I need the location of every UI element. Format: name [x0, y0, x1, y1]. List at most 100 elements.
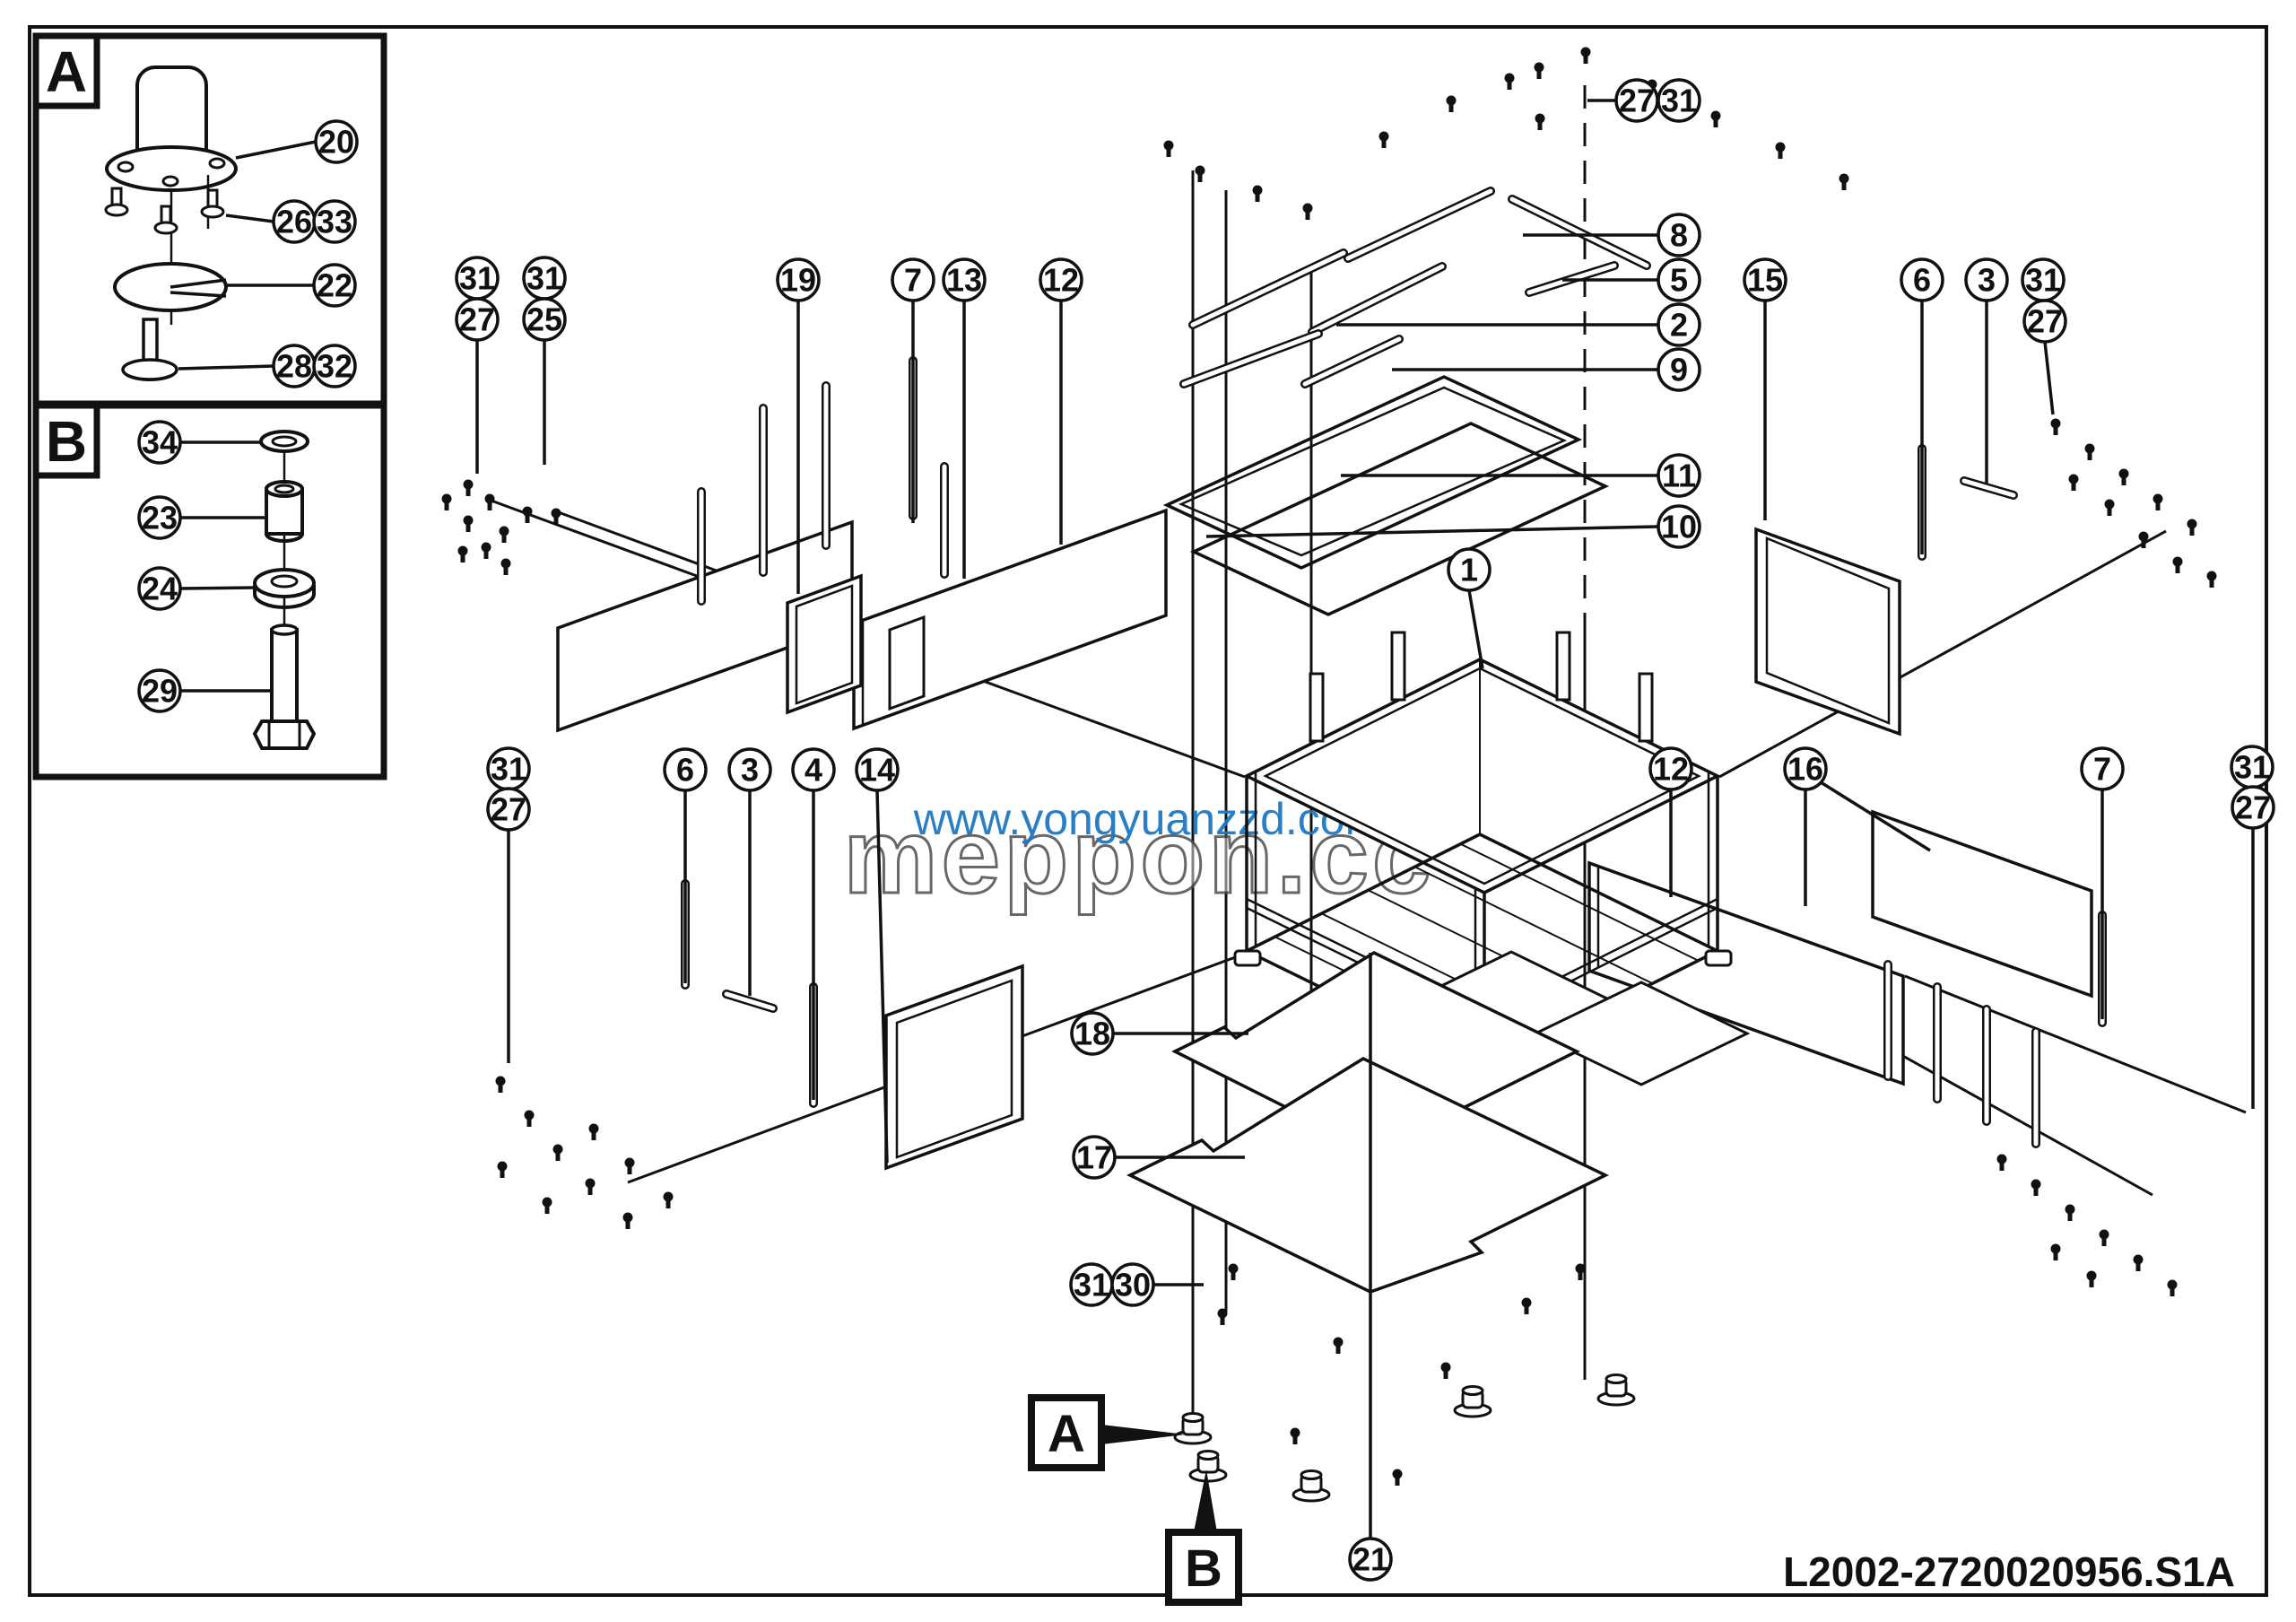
balloon-number: 7	[904, 262, 922, 299]
callout-balloon-31: 31	[486, 746, 531, 791]
screw-icon	[1217, 1308, 1228, 1325]
axis-line	[1718, 529, 2167, 779]
part-14-gasket-frame	[884, 964, 1024, 1171]
callout-balloon-5: 5	[1657, 257, 1701, 302]
balloon-number: 12	[1043, 262, 1079, 299]
balloon-number: 27	[491, 791, 526, 828]
screw-icon	[481, 542, 491, 559]
leader-line	[2043, 341, 2055, 415]
callout-balloon-6: 6	[1900, 257, 1944, 302]
balloon-circle	[314, 119, 359, 164]
leader-line	[1467, 589, 1484, 669]
balloon-circle	[137, 420, 182, 465]
part-13-left-panel	[852, 508, 1168, 731]
callout-balloon-7: 7	[891, 257, 935, 302]
callout-balloon-32: 32	[312, 344, 357, 388]
balloon-circle	[455, 297, 500, 342]
part-19-small-frame	[786, 573, 863, 715]
callout-balloon-21: 21	[1348, 1537, 1393, 1582]
screw-icon	[1446, 95, 1457, 112]
callout-balloon-10: 10	[1657, 504, 1701, 549]
balloon-number: 31	[1661, 83, 1697, 119]
screw-icon	[1504, 73, 1515, 90]
screw-icon	[2031, 1179, 2041, 1196]
callout-balloon-24: 24	[137, 566, 182, 611]
screw-icon	[2172, 556, 2183, 573]
balloon-circle	[1657, 78, 1701, 123]
balloon-number: 27	[2235, 789, 2271, 826]
foot-assembly	[1453, 1385, 1492, 1418]
screw-icon	[463, 515, 474, 532]
callout-balloon-18: 18	[1070, 1011, 1115, 1056]
screw-icon	[1228, 1263, 1239, 1280]
balloon-number: 27	[1619, 83, 1655, 119]
balloon-circle	[1657, 453, 1701, 498]
balloon-circle	[486, 787, 531, 832]
leader-line	[875, 789, 889, 1164]
part-number: L2002-2720020956.S1A	[1783, 1548, 2235, 1595]
balloon-circle	[1110, 1262, 1155, 1307]
callout-balloon-27: 27	[486, 787, 531, 832]
strip-part-inner	[1181, 331, 1321, 387]
callout-balloon-19: 19	[776, 257, 821, 302]
screw-icon	[2099, 1229, 2109, 1246]
screw-icon	[2068, 474, 2079, 491]
balloon-circle	[1070, 1011, 1115, 1056]
screw-icon	[2133, 1254, 2144, 1271]
foot-assembly	[1173, 1412, 1213, 1445]
callout-balloon-14: 14	[855, 747, 900, 792]
callout-balloon-31: 31	[1069, 1262, 1114, 1307]
balloon-number: 31	[459, 260, 495, 297]
screw-icon	[1195, 165, 1205, 182]
balloon-number: 12	[1653, 751, 1689, 788]
screw-icon	[2050, 1243, 2061, 1260]
screw-icon	[463, 479, 474, 496]
balloon-circle	[1657, 302, 1701, 347]
inset-a-label: A	[46, 39, 87, 104]
screw-icon	[624, 1157, 635, 1174]
balloon-circle	[522, 297, 567, 342]
screw-icon	[2104, 499, 2115, 516]
callout-balloon-16: 16	[1783, 746, 1828, 791]
screw-icon	[500, 558, 511, 575]
callout-balloon-12: 12	[1648, 746, 1693, 791]
marker-a-label: A	[1048, 1405, 1085, 1463]
watermark: meppon.cc www.yongyuanzzd.com	[842, 794, 1432, 918]
part-34-washer	[259, 430, 309, 453]
screw-icon	[622, 1212, 633, 1229]
screw-icon	[1534, 62, 1544, 79]
inset-b-label-box	[32, 402, 100, 479]
part-28-32-pin	[121, 318, 178, 382]
callout-balloon-3: 3	[1964, 257, 2009, 302]
screw-icon	[2167, 1279, 2178, 1296]
callout-balloon-3: 3	[727, 747, 772, 792]
balloon-number: 18	[1074, 1016, 1110, 1052]
balloon-circle	[1657, 347, 1701, 392]
screw-icon	[1302, 203, 1313, 220]
foot-assembly	[1292, 1469, 1331, 1503]
part-26-33-bolts	[104, 187, 225, 235]
balloon-circle	[1648, 746, 1693, 791]
balloon-number: 17	[1076, 1139, 1112, 1176]
balloon-circle	[1657, 504, 1701, 549]
balloon-circle	[2022, 299, 2067, 344]
screw-icon	[1378, 131, 1389, 148]
screw-icon	[1252, 185, 1263, 202]
balloon-number: 31	[2025, 262, 2061, 299]
balloon-circle	[1657, 213, 1701, 257]
strip-part-inner	[1302, 336, 1402, 387]
screw-icon	[2206, 571, 2217, 588]
screw-icon	[484, 493, 495, 510]
callout-balloon-30: 30	[1110, 1262, 1155, 1307]
balloon-circle	[1072, 1135, 1117, 1180]
marker-b-arrow	[1194, 1469, 1217, 1532]
screw-icon	[1775, 142, 1786, 159]
callout-balloon-6: 6	[663, 747, 708, 792]
inset-a-label-box	[32, 32, 100, 109]
screw-icon	[2065, 1204, 2075, 1221]
screw-icon	[1163, 140, 1174, 157]
balloon-circle	[1348, 1537, 1393, 1582]
callout-balloon-9: 9	[1657, 347, 1701, 392]
balloon-circle	[855, 747, 900, 792]
